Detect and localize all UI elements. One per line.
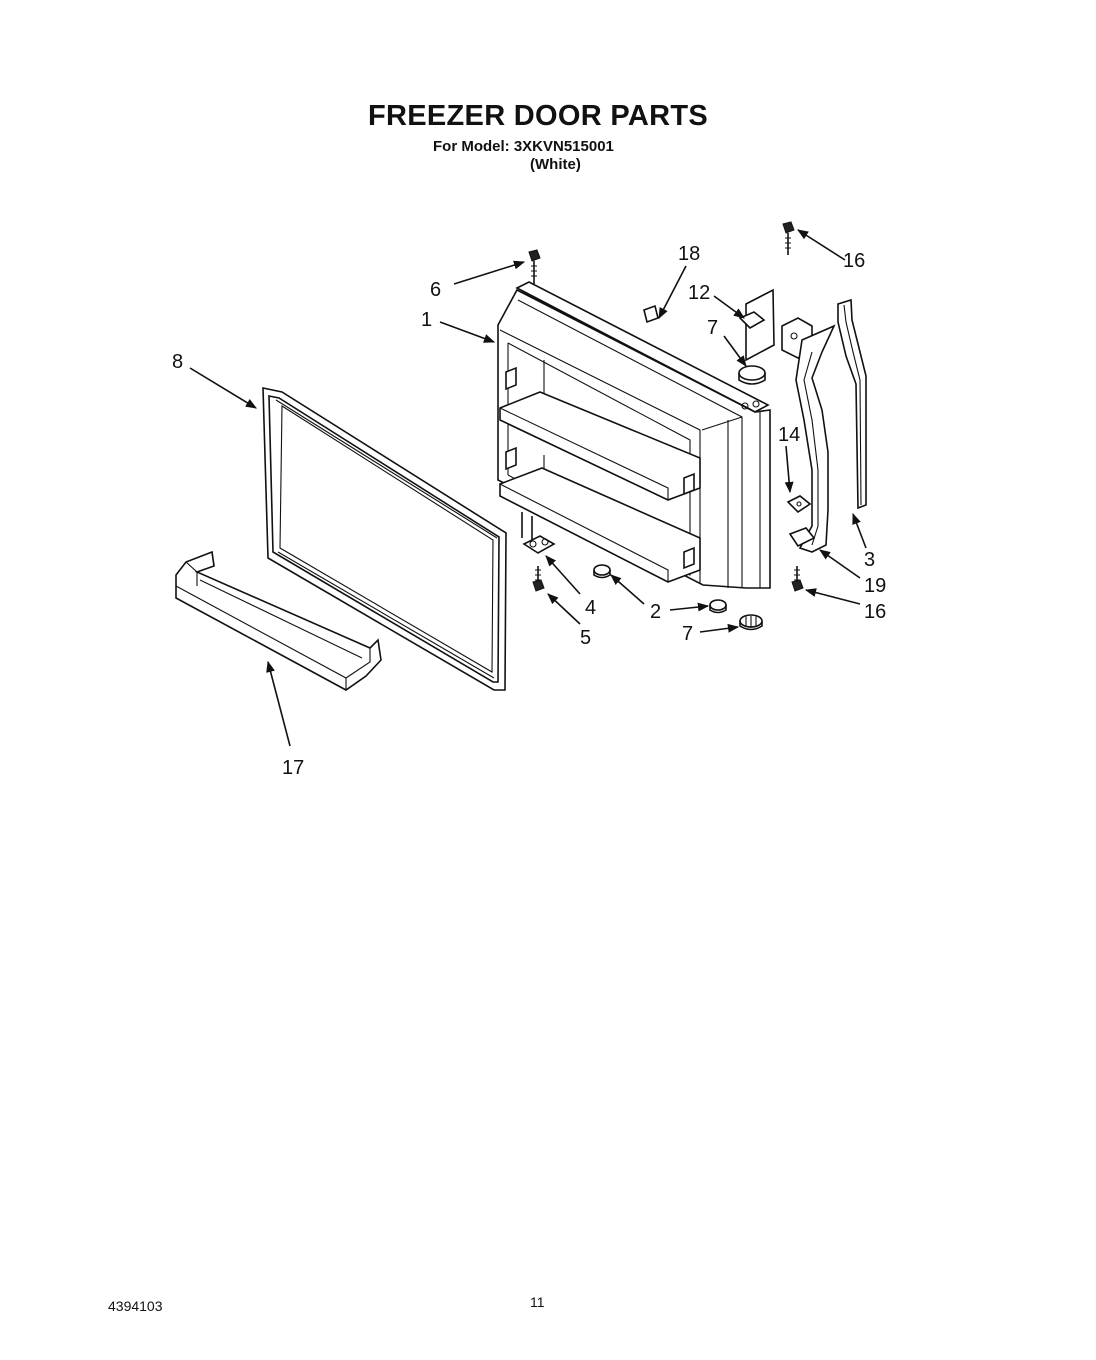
hole-plug-top-part: [738, 365, 766, 385]
callout-7-top: 7: [707, 317, 718, 339]
callout-17: 17: [282, 757, 304, 779]
trim-strip-part: [837, 298, 867, 510]
callout-16-bottom: 16: [864, 601, 886, 623]
callout-1: 1: [421, 309, 432, 331]
hinge-bracket-part: [781, 317, 836, 553]
callout-18: 18: [678, 243, 700, 265]
page-title: FREEZER DOOR PARTS: [368, 100, 708, 132]
callout-19: 19: [864, 575, 886, 597]
door-liner-part: [497, 281, 771, 589]
model-color: (White): [530, 156, 581, 173]
page-number: 11: [530, 1294, 545, 1310]
door-stop-plate-part: [522, 535, 556, 554]
label-part: [643, 304, 659, 324]
hinge-cover-part: [738, 288, 775, 362]
screw-bottom-part: [532, 566, 545, 592]
callout-8: 8: [172, 351, 183, 373]
door-stop-part: [593, 564, 727, 614]
callout-3: 3: [864, 549, 875, 571]
screw-hinge-top-part: [782, 221, 795, 255]
screw-hinge-bottom-part: [791, 566, 804, 592]
door-handle-part: [175, 550, 382, 691]
callout-14: 14: [778, 424, 800, 446]
leader-lines: [189, 229, 867, 747]
callout-16-top: 16: [843, 250, 865, 272]
callout-7-bottom: 7: [682, 623, 693, 645]
callout-labels: 1 2 3 4 5 6 7 7 8 12 14 16 16 17 18 19: [172, 243, 886, 779]
door-gasket-part: [262, 387, 507, 691]
screw-top-part: [528, 249, 541, 284]
callout-5: 5: [580, 627, 591, 649]
callout-12: 12: [688, 282, 710, 304]
callout-2: 2: [650, 601, 661, 623]
callout-4: 4: [585, 597, 596, 619]
callout-6: 6: [430, 279, 441, 301]
document-number: 4394103: [108, 1298, 163, 1314]
hinge-pin-part: [786, 495, 812, 514]
hole-plug-bottom-part: [739, 614, 763, 631]
model-number: For Model: 3XKVN515001: [433, 138, 614, 155]
